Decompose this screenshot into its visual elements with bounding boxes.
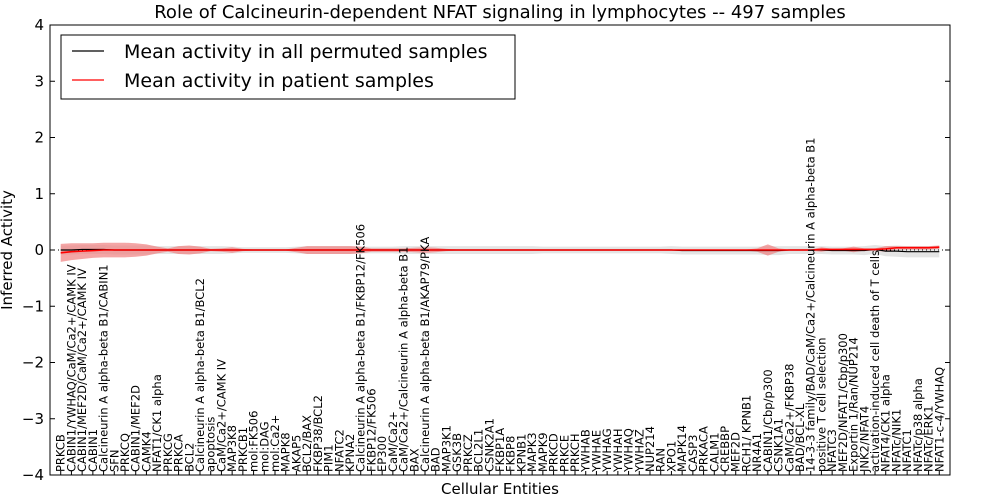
y-tick-label: 2 xyxy=(34,129,44,147)
y-tick-label: 3 xyxy=(34,72,44,90)
legend: Mean activity in all permuted samples Me… xyxy=(61,35,515,99)
chart-title: Role of Calcineurin-dependent NFAT signa… xyxy=(154,2,846,23)
y-tick-label: 1 xyxy=(34,185,44,203)
x-tick-label: NFAT1-c-4/YWHAQ xyxy=(932,367,946,472)
x-tick-label: CaM/Ca2+/Calcineurin A alpha-beta B1 xyxy=(397,247,411,472)
legend-label-patient: Mean activity in patient samples xyxy=(124,70,434,92)
y-tick-label: −1 xyxy=(22,297,44,315)
legend-label-permuted: Mean activity in all permuted samples xyxy=(124,41,487,63)
x-tick-label: Calcineurin A alpha-beta B1/CABIN1 xyxy=(97,264,111,472)
x-axis-label: Cellular Entities xyxy=(441,480,559,498)
y-tick-label: 0 xyxy=(34,241,44,259)
y-tick-label: −2 xyxy=(22,354,44,372)
y-axis-label: Inferred Activity xyxy=(0,190,16,310)
y-tick-label: −3 xyxy=(22,410,44,428)
x-tick-label: Calcineurin A alpha-beta B1/AKAP79/PKA xyxy=(418,237,432,472)
y-tick-label: 4 xyxy=(34,16,44,34)
y-tick-label: −4 xyxy=(22,466,44,484)
